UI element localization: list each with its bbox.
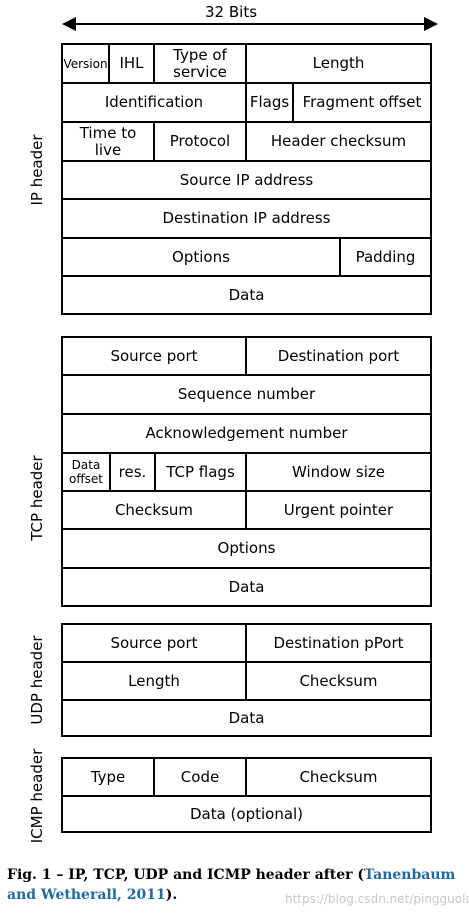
ip-time-to-live: Time to live — [61, 121, 155, 162]
ip-data: Data — [61, 275, 432, 315]
caption-citation-link[interactable]: Tanenbaum and Wetherall, 2011 — [7, 867, 456, 903]
width-label: 32 Bits — [205, 3, 258, 21]
udp-checksum: Checksum — [245, 661, 432, 701]
caption-suffix: ). — [165, 887, 178, 903]
tcp-sequence-number: Sequence number — [61, 374, 432, 415]
udp-length: Length — [61, 661, 247, 701]
icmp-data: Data (optional) — [61, 795, 432, 833]
ip-length: Length — [245, 43, 432, 84]
ip-ihl: IHL — [108, 43, 155, 84]
tcp-reserved: res. — [109, 452, 156, 492]
tcp-checksum: Checksum — [61, 490, 247, 530]
caption-prefix: Fig. 1 – IP, TCP, UDP and ICMP header af… — [7, 867, 365, 883]
tcp-window-size: Window size — [245, 452, 432, 492]
udp-destination-port: Destination pPort — [245, 623, 432, 663]
icmp-checksum: Checksum — [245, 757, 432, 797]
tcp-destination-port: Destination port — [245, 336, 432, 376]
udp-source-port: Source port — [61, 623, 247, 663]
tcp-data: Data — [61, 567, 432, 607]
ip-identification: Identification — [61, 82, 247, 123]
ip-padding: Padding — [339, 237, 432, 277]
icmp-type: Type — [61, 757, 155, 797]
width-arrow — [62, 17, 438, 31]
tcp-acknowledgement-number: Acknowledgement number — [61, 413, 432, 454]
udp-data: Data — [61, 699, 432, 737]
ip-header-label: IP header — [28, 134, 46, 206]
tcp-options: Options — [61, 528, 432, 569]
ip-options: Options — [61, 237, 341, 277]
ip-source-address: Source IP address — [61, 160, 432, 200]
ip-version: Version — [61, 43, 110, 84]
ip-protocol: Protocol — [153, 121, 247, 162]
tcp-urgent-pointer: Urgent pointer — [245, 490, 432, 530]
udp-header-label: UDP header — [28, 635, 46, 725]
ip-header-checksum: Header checksum — [245, 121, 432, 162]
icmp-header-label: ICMP header — [28, 748, 46, 844]
tcp-source-port: Source port — [61, 336, 247, 376]
ip-destination-address: Destination IP address — [61, 198, 432, 239]
tcp-flags: TCP flags — [154, 452, 247, 492]
icmp-code: Code — [153, 757, 247, 797]
ip-type-of-service: Type of service — [153, 43, 247, 84]
ip-flags: Flags — [245, 82, 294, 123]
figure-caption: Fig. 1 – IP, TCP, UDP and ICMP header af… — [7, 865, 467, 905]
ip-fragment-offset: Fragment offset — [292, 82, 432, 123]
watermark: https://blog.csdn.net/pingguolou — [285, 892, 469, 906]
tcp-header-label: TCP header — [28, 455, 46, 541]
tcp-data-offset: Data offset — [61, 452, 111, 492]
